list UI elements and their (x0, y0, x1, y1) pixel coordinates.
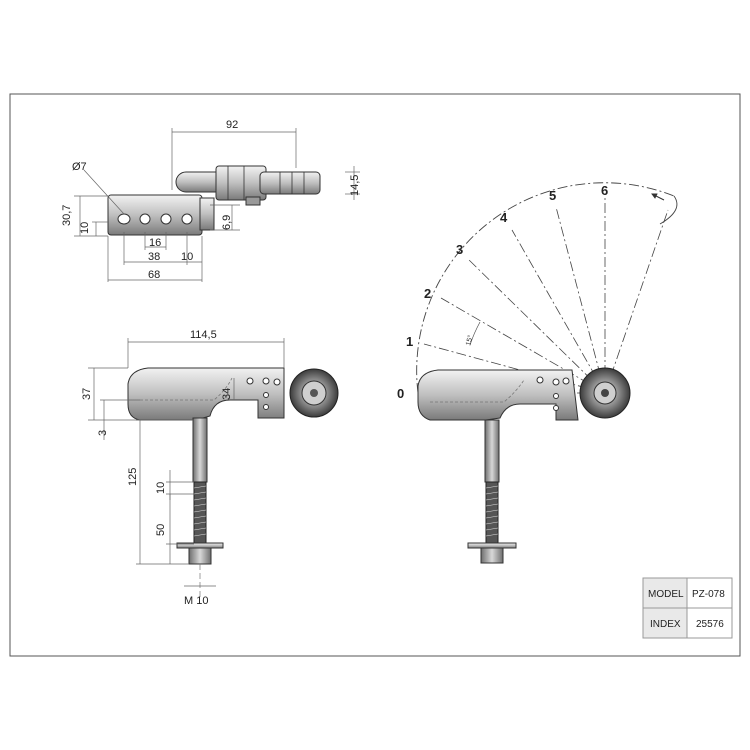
side-view-nut (188, 547, 212, 565)
position-rays (418, 198, 669, 394)
dim-38: 38 (148, 251, 160, 263)
dim-92: 92 (226, 119, 238, 131)
side-view: 114,5 37 3 34 125 10 50 M 10 (81, 329, 339, 607)
step-angle-label: 15° (464, 334, 475, 346)
dim-68: 68 (148, 269, 160, 281)
top-view-hinge-knuckle (215, 165, 267, 201)
position-label-1: 1 (406, 334, 413, 349)
dim-10-bottom: 10 (181, 251, 193, 263)
position-label-5: 5 (549, 188, 556, 203)
dim-114-5: 114,5 (190, 329, 217, 341)
drawing-frame (9, 93, 741, 657)
position-label-6: 6 (601, 183, 608, 198)
dim-3: 3 (97, 430, 109, 436)
position-label-4: 4 (500, 210, 508, 225)
side-view-bolt (192, 417, 208, 483)
dim-37: 37 (81, 388, 93, 400)
rotation-view-bolt (484, 419, 500, 483)
top-view: 92 Ø7 30,7 10 6,9 14,5 16 38 10 68 (61, 119, 361, 282)
dim-10-collar: 10 (155, 482, 167, 494)
index-label: INDEX (650, 619, 681, 630)
position-label-2: 2 (424, 286, 431, 301)
dim-10-left: 10 (79, 222, 91, 234)
top-view-hinge-arm (259, 171, 321, 195)
model-label: MODEL (648, 589, 684, 600)
dim-16: 16 (149, 237, 161, 249)
rotation-view: 15° 0 1 2 3 4 5 6 (397, 182, 678, 564)
dim-125: 125 (127, 468, 139, 486)
title-block: MODEL PZ-078 INDEX 25576 (642, 577, 733, 639)
dim-30-7: 30,7 (61, 205, 73, 226)
position-label-0: 0 (397, 386, 404, 401)
dim-dia-7: Ø7 (72, 161, 87, 173)
dim-34: 34 (221, 388, 233, 400)
position-label-3: 3 (456, 242, 463, 257)
rotation-view-nut (480, 547, 504, 564)
rotation-arc (416, 182, 675, 394)
rotation-view-washer (467, 542, 517, 549)
dim-m10: M 10 (184, 595, 208, 607)
dim-50: 50 (155, 524, 167, 536)
dim-6-9: 6,9 (221, 215, 233, 230)
side-view-body (127, 367, 285, 421)
dim-14-5: 14,5 (349, 175, 361, 196)
index-value: 25576 (696, 619, 724, 630)
model-value: PZ-078 (692, 589, 725, 600)
top-view-holes (117, 213, 193, 225)
